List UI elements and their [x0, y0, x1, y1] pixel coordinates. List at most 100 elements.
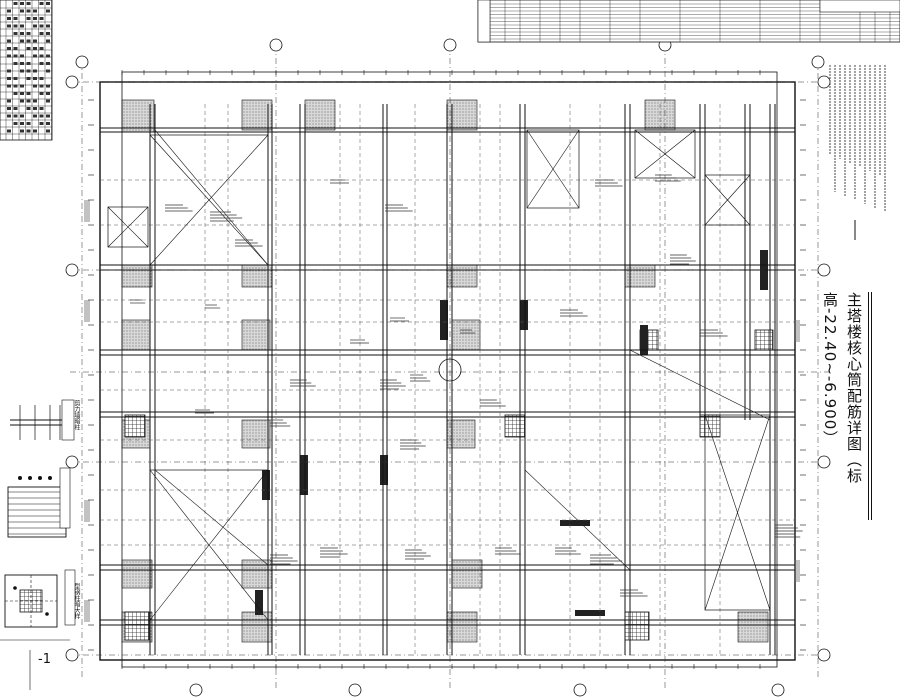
left-table-cell-8-2 — [20, 62, 24, 65]
left-table-cell-3-4 — [33, 24, 37, 28]
left-table-cell-1-2 — [20, 9, 24, 13]
left-table-cell-5-3 — [26, 39, 31, 43]
left-table-cell-14-3 — [26, 107, 31, 110]
grid-bubble-left-2 — [65, 455, 79, 469]
opening-box-6 — [704, 174, 751, 226]
left-table-cell-3-5 — [39, 24, 44, 28]
grid-bubble-top-4 — [75, 55, 89, 69]
left-table-cell-3-1 — [13, 24, 18, 28]
left-table-cell-17-4 — [33, 129, 37, 133]
left-table-cell-16-5 — [39, 122, 44, 125]
left-table-cell-4-1 — [13, 32, 18, 35]
grid-bubble-top-3 — [811, 55, 825, 69]
detail-label-top: 剪力墙暗柱 — [73, 400, 80, 430]
left-table-cell-8-1 — [13, 62, 18, 65]
opening-diag-b-4 — [704, 414, 771, 611]
left-table-cell-11-6 — [46, 84, 50, 88]
detail1-box — [61, 399, 75, 441]
left-table-cell-13-4 — [33, 99, 37, 103]
left-table-cell-16-6 — [46, 122, 50, 125]
left-table-cell-3-0 — [7, 24, 11, 28]
left-table-cell-3-2 — [20, 24, 24, 28]
grid-bubble-left-1 — [65, 263, 79, 277]
opening-box-2 — [526, 129, 580, 209]
rebar-block-4 — [520, 300, 528, 330]
detail2-label-box — [59, 467, 71, 529]
left-table-cell-12-6 — [46, 92, 50, 95]
detail2-dot-1 — [28, 476, 32, 480]
left-table-cell-13-0 — [7, 99, 11, 103]
diagonal-1 — [524, 469, 631, 571]
left-table-cell-15-2 — [20, 114, 24, 118]
left-table-cell-7-1 — [13, 54, 18, 58]
column-hatch-15 — [121, 559, 153, 589]
grid-bubbles — [65, 38, 831, 697]
left-table-cell-8-6 — [46, 62, 50, 65]
annotation-marks — [84, 65, 886, 669]
left-table-cell-10-5 — [39, 77, 44, 80]
rebar-block-8 — [575, 610, 605, 616]
left-table-cell-4-3 — [26, 32, 31, 35]
opening-diag-b-1 — [107, 206, 149, 248]
left-table-cell-8-5 — [39, 62, 44, 65]
section-circle — [438, 358, 462, 382]
left-table-cell-5-0 — [7, 39, 11, 43]
opening-diag-b-2 — [526, 129, 580, 209]
grid-bubble-left-3 — [65, 648, 79, 662]
grid-bubble-bottom-3 — [771, 683, 785, 697]
top-table-header — [477, 0, 491, 43]
left-table-cell-0-1 — [13, 2, 18, 5]
left-table-cell-1-0 — [7, 9, 11, 13]
left-table-cell-14-5 — [39, 107, 44, 110]
detail3-dot-a — [13, 586, 17, 590]
left-table-cell-0-5 — [39, 2, 44, 5]
left-table-cell-1-3 — [26, 9, 31, 13]
left-table-cell-12-2 — [20, 92, 24, 95]
title-underline — [868, 292, 869, 520]
left-table-cell-2-4 — [33, 17, 37, 20]
steel-column-3 — [504, 414, 526, 438]
grid-bubble-top-0 — [269, 38, 283, 52]
opening-diag-b-5 — [149, 469, 269, 621]
left-table-cell-14-4 — [33, 107, 37, 110]
detail3-label-box — [64, 569, 76, 626]
left-table-cell-7-2 — [20, 54, 24, 58]
left-table-cell-0-6 — [46, 2, 50, 5]
left-table-cell-9-3 — [26, 69, 31, 73]
left-table-cell-9-4 — [33, 69, 37, 73]
left-table-cell-4-5 — [39, 32, 44, 35]
steel-column-2 — [699, 414, 721, 438]
left-table-cell-14-0 — [7, 107, 11, 110]
left-table-cell-11-4 — [33, 84, 37, 88]
left-table-cell-2-0 — [7, 17, 11, 20]
left-table-cell-2-5 — [39, 17, 44, 20]
diagonal-2 — [629, 349, 771, 421]
left-table-cell-4-6 — [46, 32, 50, 35]
column-hatch-17 — [451, 559, 483, 589]
column-hatch-1 — [241, 99, 273, 131]
wall-lines — [99, 71, 796, 668]
left-table-cell-9-6 — [46, 69, 50, 73]
detail2-frame — [7, 486, 67, 538]
grid-bubble-right-2 — [817, 455, 831, 469]
left-table-cell-11-5 — [39, 84, 44, 88]
rebar-block-1 — [300, 455, 308, 495]
left-table-cell-15-1 — [13, 114, 18, 118]
steel-column-0 — [124, 611, 150, 641]
left-table-cell-17-6 — [46, 129, 50, 133]
rebar-block-3 — [440, 300, 448, 340]
outer-dimension-box — [121, 71, 778, 668]
left-table-cell-13-6 — [46, 99, 50, 103]
grid-bubble-bottom-1 — [348, 683, 362, 697]
left-table-cell-17-2 — [20, 129, 24, 133]
left-table-cell-7-6 — [46, 54, 50, 58]
left-table-cell-5-6 — [46, 39, 50, 43]
left-table-cell-10-1 — [13, 77, 18, 80]
grid-bubble-bottom-2 — [573, 683, 587, 697]
left-table-cell-5-2 — [20, 39, 24, 43]
rebar-block-9 — [255, 590, 263, 615]
left-table-cell-17-0 — [7, 129, 11, 133]
rebar-block-0 — [262, 470, 270, 500]
left-table-cell-16-3 — [26, 122, 31, 125]
left-table-cell-4-2 — [20, 32, 24, 35]
